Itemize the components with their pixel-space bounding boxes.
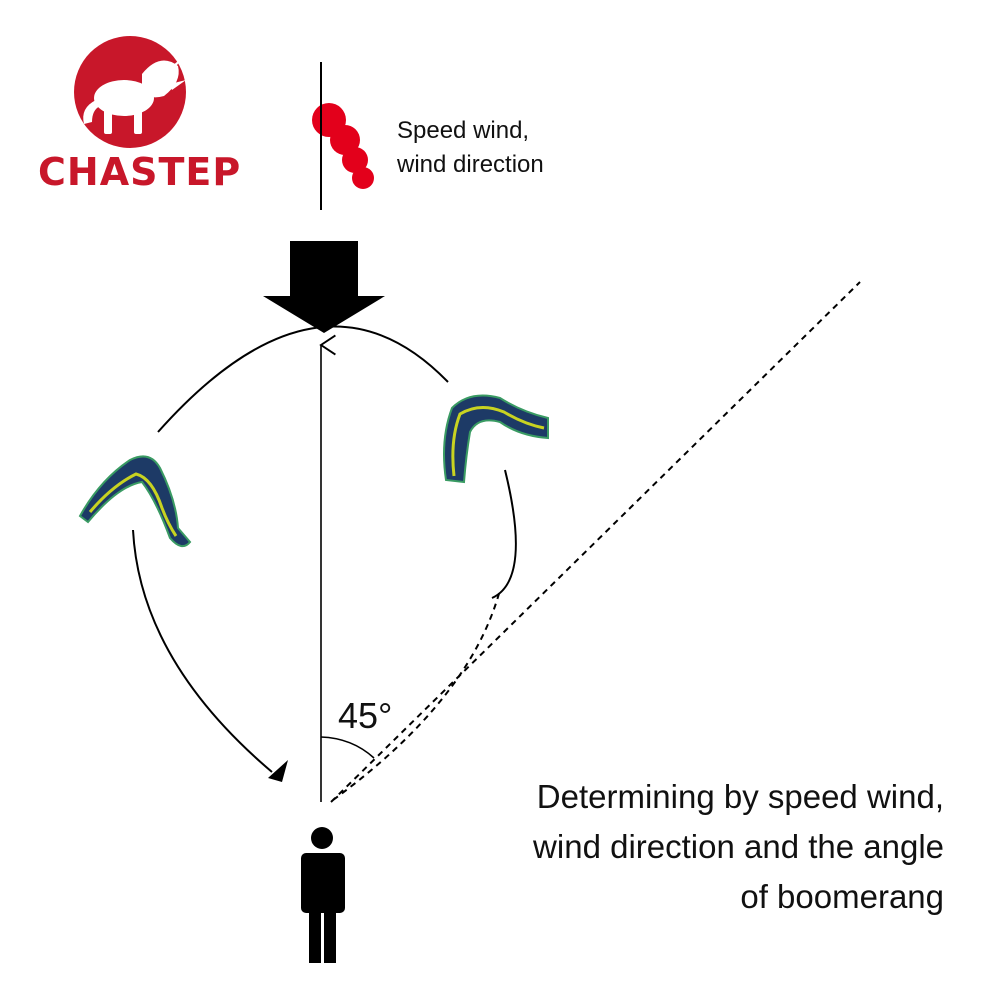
wind-label-line1: Speed wind, [397, 117, 530, 144]
boomerang-right [443, 394, 549, 484]
triceratops-icon [83, 56, 186, 134]
caption: Determining by speed wind, wind directio… [533, 772, 944, 922]
flight-path-top-arc [157, 325, 449, 433]
person-icon [301, 827, 345, 963]
wind-flag-3 [342, 147, 368, 173]
flight-path-return [132, 529, 273, 773]
boomerang-left [78, 455, 192, 548]
return-arrowhead [268, 760, 288, 782]
flight-path-right [491, 469, 517, 599]
wind-flag-4 [352, 167, 374, 189]
wind-direction-arrow [263, 241, 385, 333]
wind-label: Speed wind, wind direction [397, 114, 544, 182]
wind-label-line2: wind direction [397, 151, 544, 178]
caption-line3: of boomerang [740, 878, 944, 915]
brand-logo [74, 36, 186, 148]
wind-indicator [312, 62, 374, 210]
angle-arc [320, 736, 375, 759]
brand-name: CHASTEP [38, 150, 242, 194]
caption-line1: Determining by speed wind, [536, 778, 944, 815]
angle-label: 45° [338, 695, 393, 736]
dashed-flight-path [332, 589, 501, 801]
caption-line2: wind direction and the angle [533, 828, 944, 865]
angle-line-45 [330, 281, 861, 803]
